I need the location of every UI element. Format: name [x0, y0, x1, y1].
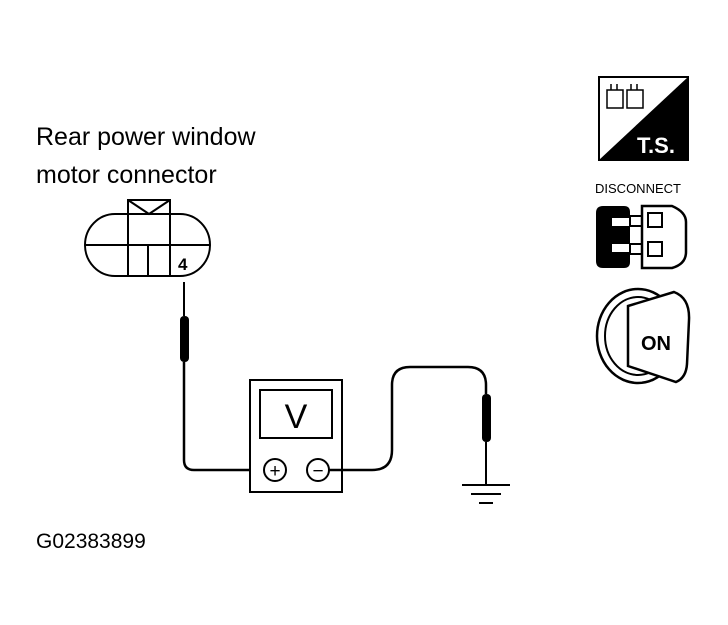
ts-label: T.S.	[637, 133, 675, 158]
pin-number: 4	[178, 255, 188, 274]
negative-terminal-label: −	[312, 461, 323, 482]
ignition-on-label: ON	[641, 333, 671, 355]
voltmeter: V + −	[249, 379, 343, 493]
disconnect-connector-icon	[596, 204, 688, 270]
connector-label-line1: Rear power window	[36, 123, 256, 151]
voltmeter-symbol: V	[285, 398, 308, 436]
negative-probe	[329, 365, 491, 484]
positive-terminal	[263, 458, 287, 482]
connector-label-line2: motor connector	[36, 161, 217, 189]
ground-icon	[462, 484, 510, 504]
ts-icon: T.S.	[598, 76, 689, 161]
figure-code: G02383899	[36, 530, 146, 553]
connector	[84, 199, 211, 277]
positive-terminal-label: +	[269, 461, 280, 482]
disconnect-label: DISCONNECT	[595, 181, 681, 196]
ignition-key-icon: ON	[595, 287, 691, 385]
positive-probe	[180, 282, 263, 472]
